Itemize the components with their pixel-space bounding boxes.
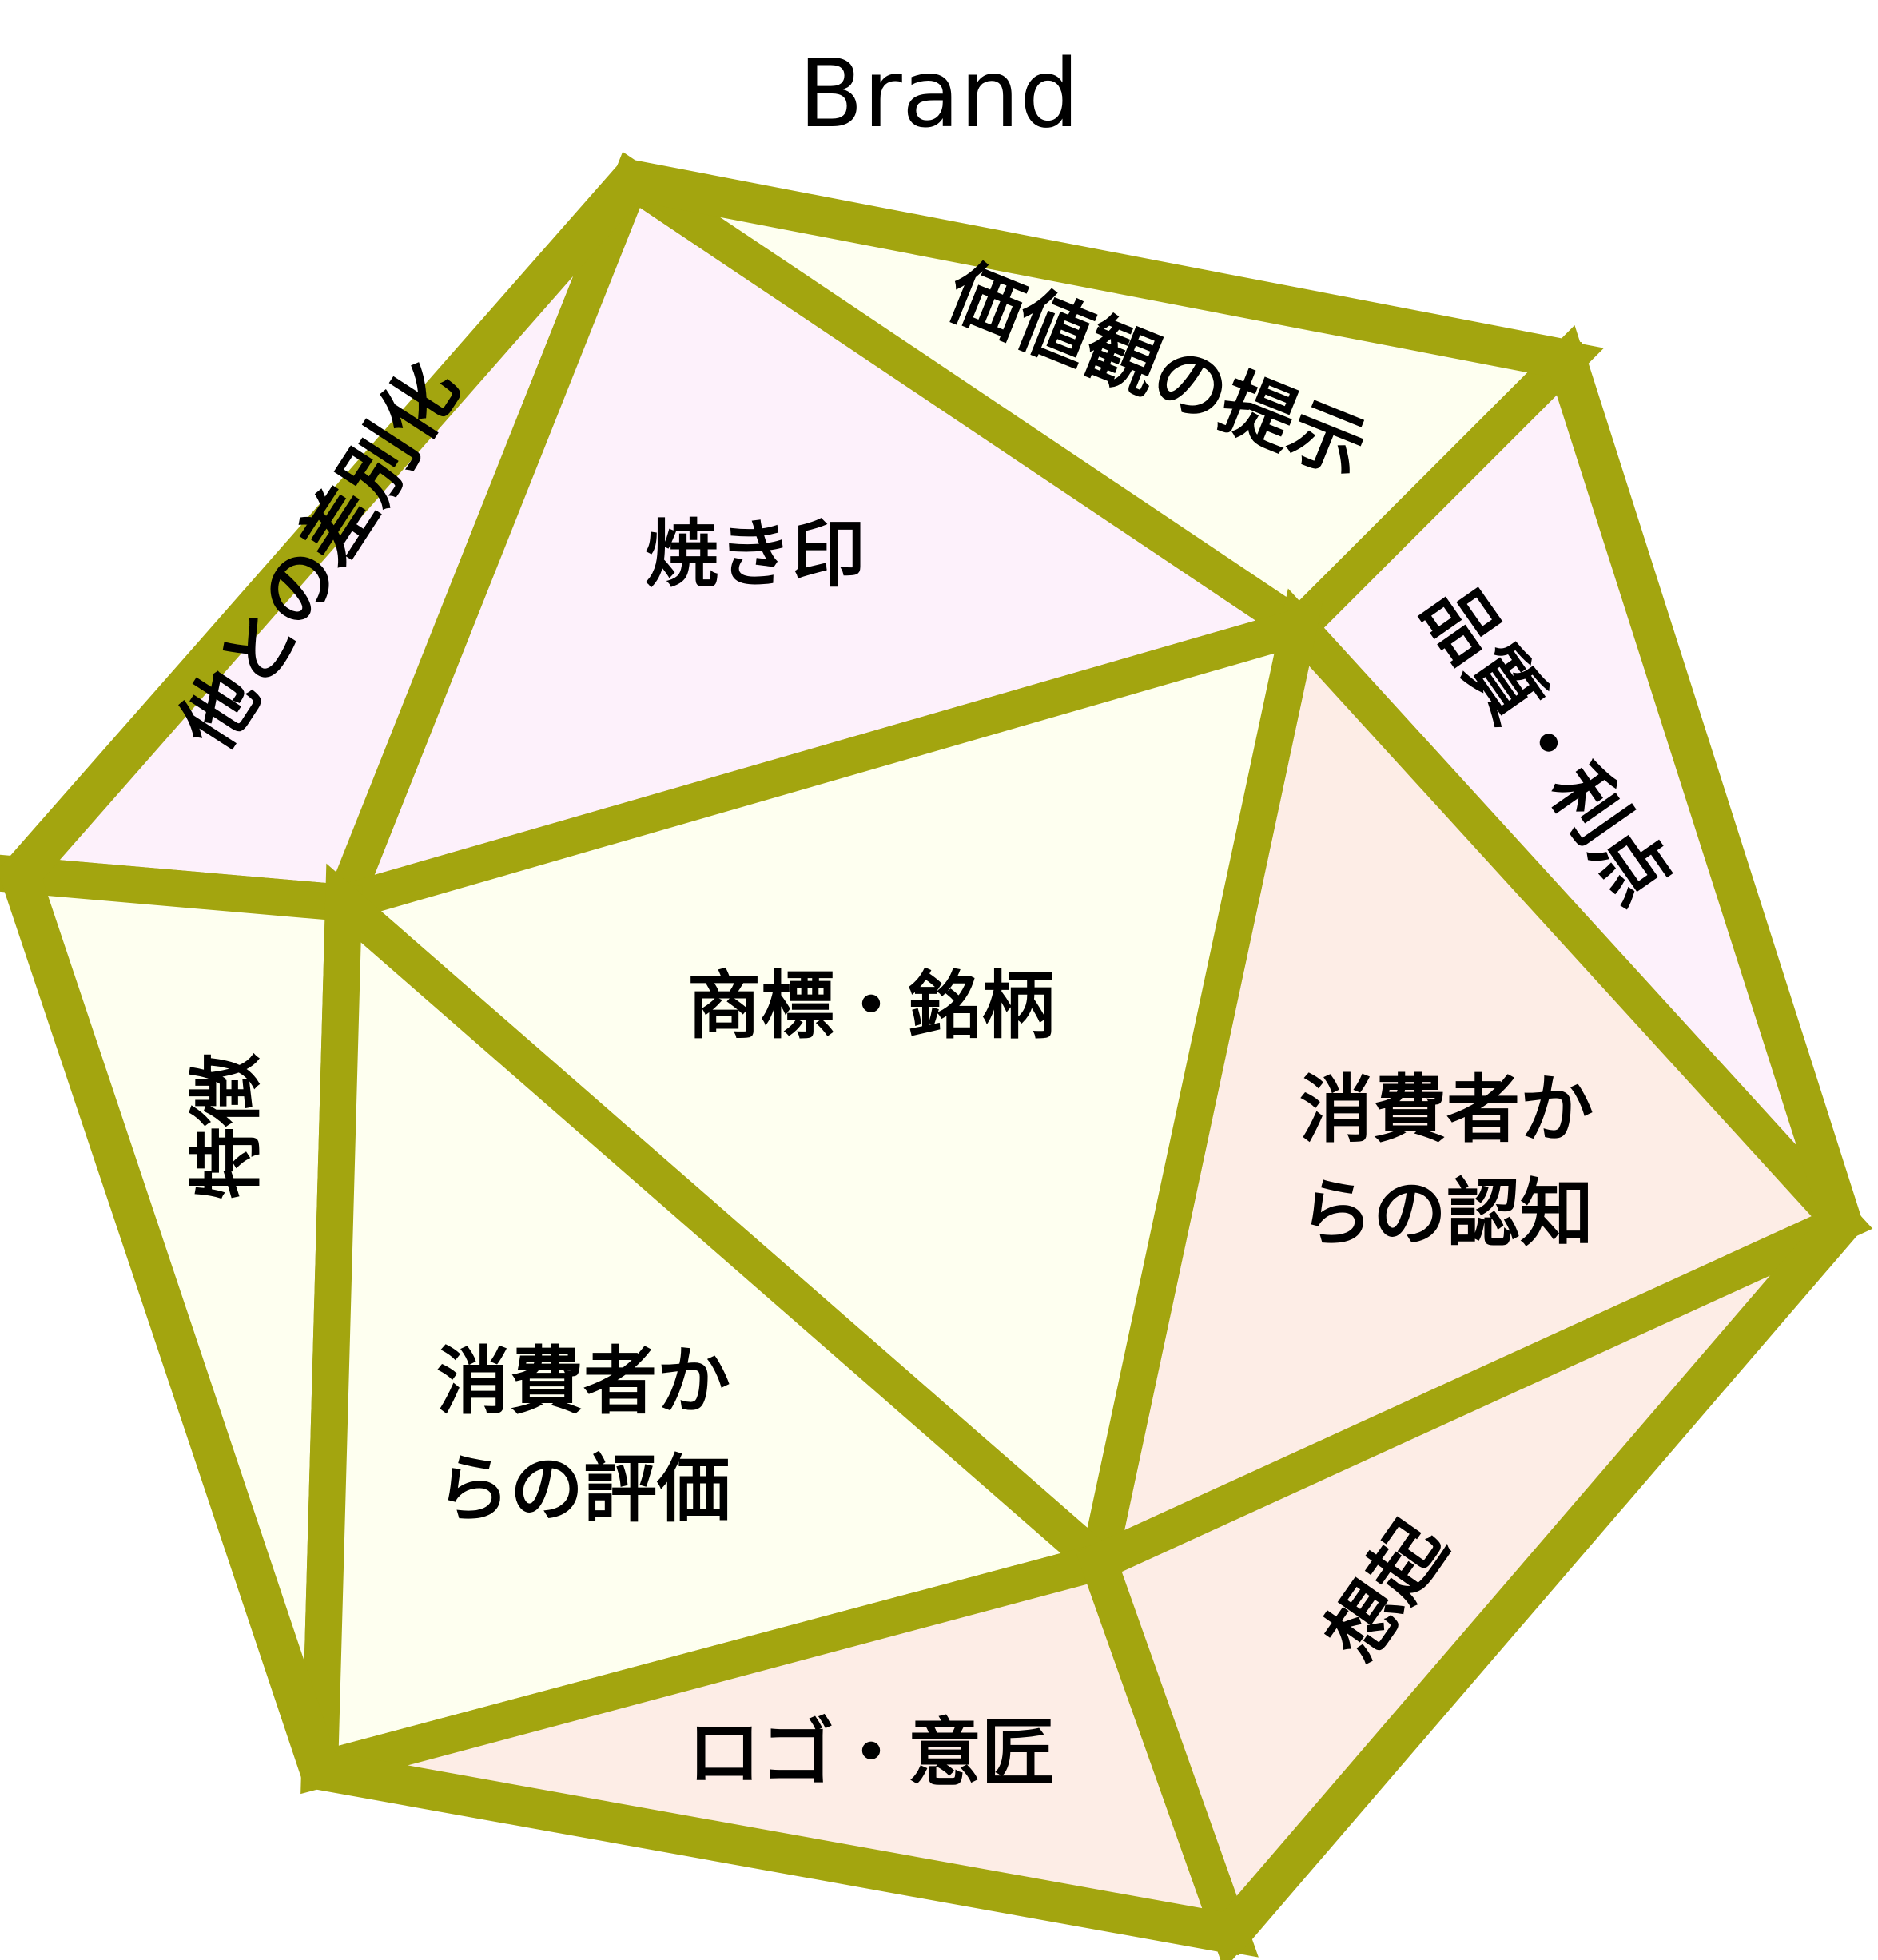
label-recognition-line1: 消費者か (1299, 1067, 1594, 1152)
label-evaluation-line1: 消費者か (436, 1338, 730, 1424)
label-features: 特徴 (184, 1052, 269, 1200)
label-logo-design: ロゴ・意匠 (687, 1710, 1055, 1795)
label-trademark: 商標・銘柄 (687, 963, 1055, 1048)
label-evaluation-line2: らの評価 (436, 1446, 730, 1532)
diagram-title: Brand (798, 38, 1080, 149)
label-recognition-line2: らの認知 (1299, 1171, 1594, 1256)
outer-outline (0, 157, 1865, 1956)
label-branding-mark: 焼き印 (645, 511, 865, 597)
